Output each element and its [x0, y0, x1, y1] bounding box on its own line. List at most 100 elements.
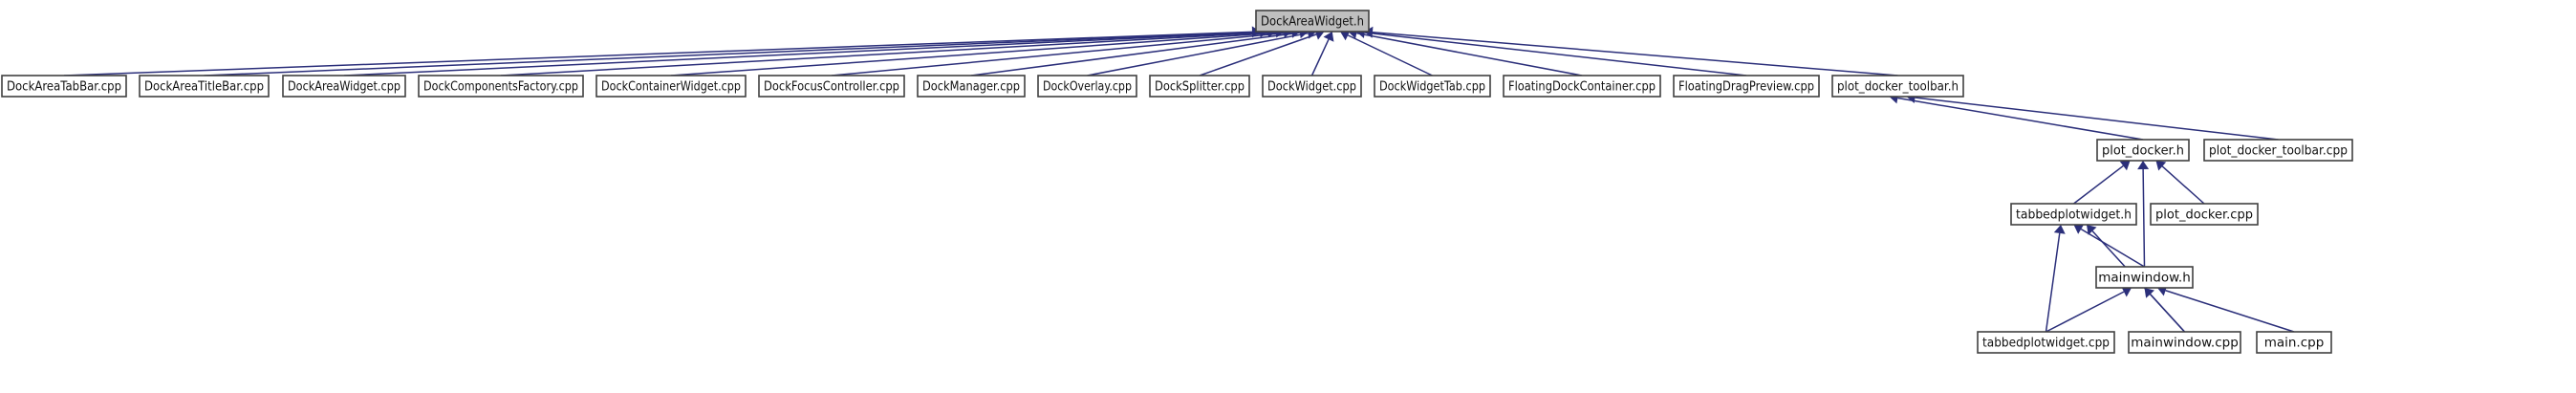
node-label: mainwindow.cpp [2131, 336, 2239, 351]
node-box[interactable] [1374, 75, 1491, 98]
graph-node-dockareawidget-h[interactable]: DockAreaWidget.h [1255, 10, 1370, 33]
dependency-edge [1347, 34, 1433, 76]
graph-node-tabbedplotwidget-cpp[interactable]: tabbedplotwidget.cpp [1977, 331, 2115, 354]
dependency-edge [2165, 290, 2295, 333]
node-box[interactable] [2150, 203, 2259, 226]
node-label: DockManager.cpp [922, 79, 1020, 95]
graph-node-dockwidgettab-cpp[interactable]: DockWidgetTab.cpp [1374, 75, 1491, 98]
dependency-edge [2080, 228, 2145, 268]
dependency-edge [2150, 294, 2186, 333]
edge-arrowhead [2087, 225, 2097, 235]
node-label: DockAreaTabBar.cpp [7, 79, 121, 95]
graph-node-main-cpp[interactable]: main.cpp [2256, 331, 2332, 354]
dependency-edge [1372, 31, 1898, 76]
node-label: DockOverlay.cpp [1043, 79, 1132, 95]
dependency-edge [1897, 97, 2144, 141]
node-label: FloatingDragPreview.cpp [1678, 79, 1814, 95]
node-box[interactable] [758, 75, 905, 98]
dependency-edge [1310, 38, 1330, 76]
node-label: plot_docker.h [2102, 143, 2184, 159]
graph-node-mainwindow-h[interactable]: mainwindow.h [2095, 266, 2194, 289]
graph-node-plot-docker-toolbar-cpp[interactable]: plot_docker_toolbar.cpp [2203, 139, 2353, 162]
node-label: tabbedplotwidget.h [2016, 207, 2132, 223]
node-box[interactable] [2096, 139, 2190, 162]
dependency-edge [1356, 32, 1583, 76]
dependency-edge [204, 31, 1261, 76]
dependency-edge [1364, 32, 1747, 76]
graph-node-docksplitter-cpp[interactable]: DockSplitter.cpp [1149, 75, 1250, 98]
dependency-edge [500, 31, 1276, 76]
dependency-edge [831, 32, 1292, 76]
graph-node-floatingdockcontainer-cpp[interactable]: FloatingDockContainer.cpp [1503, 75, 1661, 98]
node-label: DockAreaWidget.cpp [288, 79, 400, 95]
graph-node-floatingdragpreview-cpp[interactable]: FloatingDragPreview.cpp [1673, 75, 1820, 98]
dependency-edge [2161, 165, 2205, 205]
root-node-box[interactable] [1255, 10, 1370, 33]
dependency-edge [970, 32, 1301, 76]
edge-arrowhead [2119, 161, 2131, 171]
node-label: plot_docker.cpp [2155, 207, 2253, 223]
node-box[interactable] [917, 75, 1026, 98]
node-box[interactable] [2256, 331, 2332, 354]
dependency-edge [2073, 164, 2124, 205]
dependency-edge [63, 31, 1253, 76]
node-box[interactable] [1262, 75, 1362, 98]
node-label: plot_docker_toolbar.h [1837, 79, 1959, 95]
edge-arrowhead [2144, 288, 2154, 298]
node-label: plot_docker_toolbar.cpp [2209, 143, 2348, 159]
node-box[interactable] [1149, 75, 1250, 98]
node-box[interactable] [282, 75, 406, 98]
node-box[interactable] [1977, 331, 2115, 354]
dependency-edge [2045, 232, 2061, 333]
node-label: tabbedplotwidget.cpp [1982, 336, 2110, 351]
node-box[interactable] [418, 75, 584, 98]
node-label: DockAreaTitleBar.cpp [144, 79, 264, 95]
graph-node-dockwidget-cpp[interactable]: DockWidget.cpp [1262, 75, 1362, 98]
edge-layer [63, 26, 2295, 333]
node-label: DockWidgetTab.cpp [1379, 79, 1485, 95]
edge-arrowhead [2155, 161, 2167, 171]
graph-node-plot-docker-h[interactable]: plot_docker.h [2096, 139, 2190, 162]
node-label: DockSplitter.cpp [1155, 79, 1245, 95]
node-box[interactable] [595, 75, 747, 98]
graph-node-dockareatitlebar-cpp[interactable]: DockAreaTitleBar.cpp [139, 75, 270, 98]
node-label: FloatingDockContainer.cpp [1508, 79, 1656, 95]
node-box[interactable] [2095, 266, 2194, 289]
node-box[interactable] [1503, 75, 1661, 98]
node-label: DockFocusController.cpp [764, 79, 899, 95]
dependency-edge [343, 31, 1268, 76]
graph-node-dockareawidget-cpp[interactable]: DockAreaWidget.cpp [282, 75, 406, 98]
graph-node-dockfocuscontroller-cpp[interactable]: DockFocusController.cpp [758, 75, 905, 98]
dependency-edge [2142, 168, 2146, 268]
graph-node-dockoverlay-cpp[interactable]: DockOverlay.cpp [1037, 75, 1137, 98]
dependency-edge [1915, 97, 2279, 141]
edge-arrowhead [1340, 30, 1351, 41]
edge-arrowhead [1323, 32, 1334, 42]
node-box[interactable] [1037, 75, 1137, 98]
node-box[interactable] [1831, 75, 1964, 98]
node-box[interactable] [1673, 75, 1820, 98]
node-box[interactable] [2010, 203, 2137, 226]
node-box[interactable] [139, 75, 270, 98]
node-label: DockContainerWidget.cpp [601, 79, 741, 95]
edge-arrowhead [2137, 161, 2150, 170]
graph-node-plot-docker-cpp[interactable]: plot_docker.cpp [2150, 203, 2259, 226]
graph-node-tabbedplotwidget-h[interactable]: tabbedplotwidget.h [2010, 203, 2137, 226]
node-box[interactable] [1, 75, 127, 98]
graph-node-dockmanager-cpp[interactable]: DockManager.cpp [917, 75, 1026, 98]
dependency-edge [1199, 33, 1317, 76]
node-box[interactable] [2203, 139, 2353, 162]
edge-arrowhead [2053, 225, 2066, 234]
dependency-edge [2046, 291, 2125, 333]
graph-node-mainwindow-cpp[interactable]: mainwindow.cpp [2128, 331, 2241, 354]
graph-node-dockareatabbar-cpp[interactable]: DockAreaTabBar.cpp [1, 75, 127, 98]
node-box[interactable] [2128, 331, 2241, 354]
graph-node-dockcomponentsfactory-cpp[interactable]: DockComponentsFactory.cpp [418, 75, 584, 98]
node-label: mainwindow.h [2098, 271, 2191, 286]
node-label: main.cpp [2264, 336, 2325, 351]
graph-node-dockcontainerwidget-cpp[interactable]: DockContainerWidget.cpp [595, 75, 747, 98]
graph-node-plot-docker-toolbar-h[interactable]: plot_docker_toolbar.h [1831, 75, 1964, 98]
